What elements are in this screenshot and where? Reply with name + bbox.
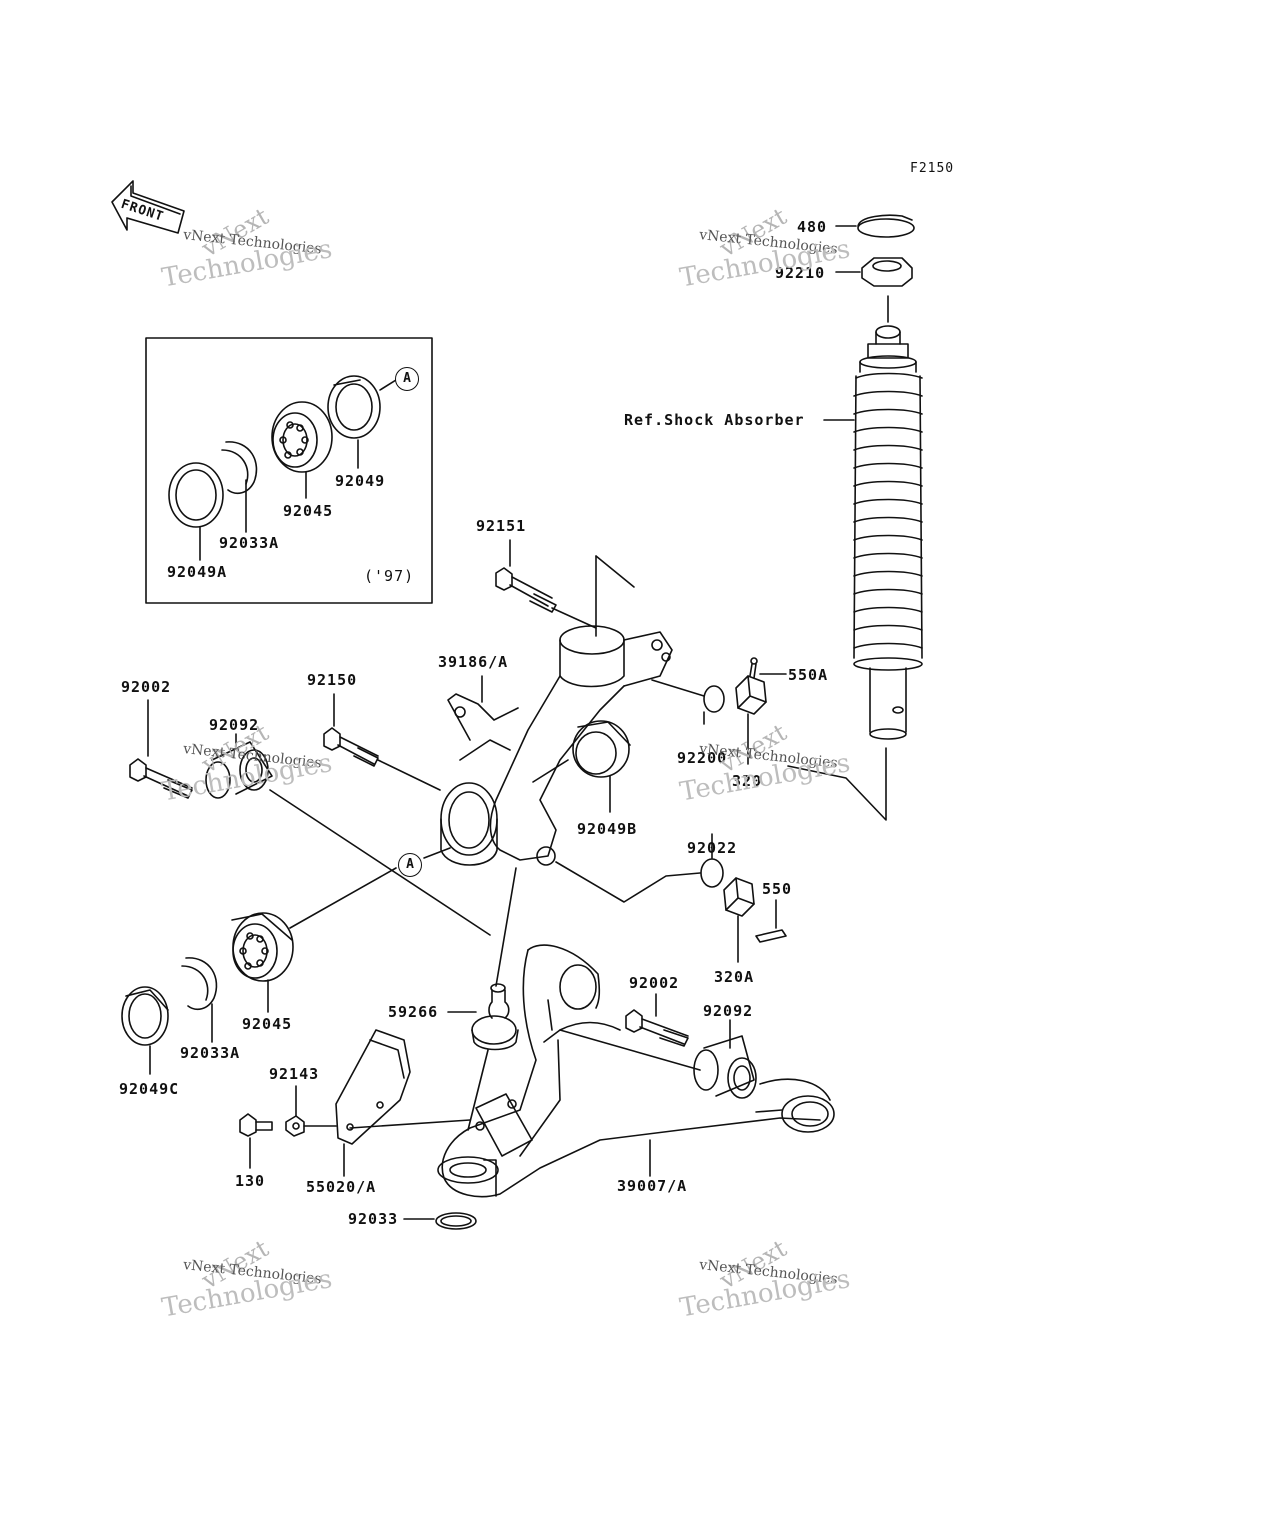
seal-92049c bbox=[121, 986, 169, 1046]
label-480: 480 bbox=[797, 218, 828, 236]
label-550a: 550A bbox=[788, 666, 829, 684]
label-320a: 320A bbox=[714, 968, 755, 986]
washer-92022 bbox=[700, 858, 724, 888]
inset-circlip-92033a bbox=[221, 441, 258, 495]
bolt-92002-left bbox=[129, 758, 193, 799]
label-59266: 59266 bbox=[388, 1003, 439, 1021]
inset-box bbox=[145, 337, 433, 604]
label-92210: 92210 bbox=[775, 264, 826, 282]
marker-a-inset: A bbox=[395, 367, 419, 391]
label-92002-left: 92002 bbox=[121, 678, 172, 696]
nut-320 bbox=[735, 675, 767, 715]
label-92033: 92033 bbox=[348, 1210, 399, 1228]
cotter-pin-550a bbox=[749, 657, 758, 679]
bolt-130 bbox=[239, 1113, 273, 1137]
shock-absorber bbox=[853, 295, 923, 740]
inset-bearing-92045 bbox=[271, 401, 333, 473]
marker-a-main: A bbox=[398, 853, 422, 877]
bolt-92151 bbox=[495, 567, 557, 613]
label-92002-right: 92002 bbox=[629, 974, 680, 992]
collar-92143 bbox=[285, 1115, 305, 1137]
label-92049b: 92049B bbox=[577, 820, 638, 838]
inset-seal-92049a bbox=[168, 462, 224, 528]
bolt-92150 bbox=[323, 727, 379, 767]
label-320: 320 bbox=[732, 772, 763, 790]
knuckle-39186a bbox=[440, 625, 673, 866]
label-55020a: 55020/A bbox=[306, 1178, 377, 1196]
ref-shock-absorber-label: Ref.Shock Absorber bbox=[624, 411, 805, 429]
circlip-92033 bbox=[435, 1212, 477, 1230]
seal-92049b bbox=[572, 720, 631, 778]
label-92045-inset: 92045 bbox=[283, 502, 334, 520]
label-92049: 92049 bbox=[335, 472, 386, 490]
label-92045: 92045 bbox=[242, 1015, 293, 1033]
front-arrow-icon bbox=[111, 180, 185, 234]
label-550: 550 bbox=[762, 880, 793, 898]
label-92200: 92200 bbox=[677, 749, 728, 767]
label-92049c: 92049C bbox=[119, 1080, 180, 1098]
cotter-pin-550 bbox=[755, 929, 787, 943]
nut-92210 bbox=[861, 257, 913, 287]
control-arm-39007a bbox=[437, 944, 835, 1198]
nut-320a bbox=[723, 877, 755, 917]
label-92022: 92022 bbox=[687, 839, 738, 857]
label-39007a: 39007/A bbox=[617, 1177, 688, 1195]
ball-joint-59266 bbox=[471, 983, 519, 1051]
bearing-92045 bbox=[231, 912, 294, 982]
label-92092-right: 92092 bbox=[703, 1002, 754, 1020]
label-92150: 92150 bbox=[307, 671, 358, 689]
washer-92200 bbox=[703, 685, 725, 713]
figure-code: F2150 bbox=[910, 161, 955, 176]
inset-year-label: ('97) bbox=[364, 567, 415, 585]
label-130: 130 bbox=[235, 1172, 266, 1190]
bolt-92002-right bbox=[625, 1009, 689, 1047]
label-92049a: 92049A bbox=[167, 563, 228, 581]
circlip-92033a bbox=[181, 957, 218, 1011]
label-39186a: 39186/A bbox=[438, 653, 509, 671]
circlip-480 bbox=[857, 214, 915, 238]
inset-seal-92049 bbox=[327, 375, 381, 439]
label-92143: 92143 bbox=[269, 1065, 320, 1083]
label-92151: 92151 bbox=[476, 517, 527, 535]
label-92092-left: 92092 bbox=[209, 716, 260, 734]
label-92033a-inset: 92033A bbox=[219, 534, 280, 552]
bushing-92092-left bbox=[205, 741, 273, 799]
bushing-92092-right bbox=[693, 1035, 757, 1099]
label-92033a: 92033A bbox=[180, 1044, 241, 1062]
